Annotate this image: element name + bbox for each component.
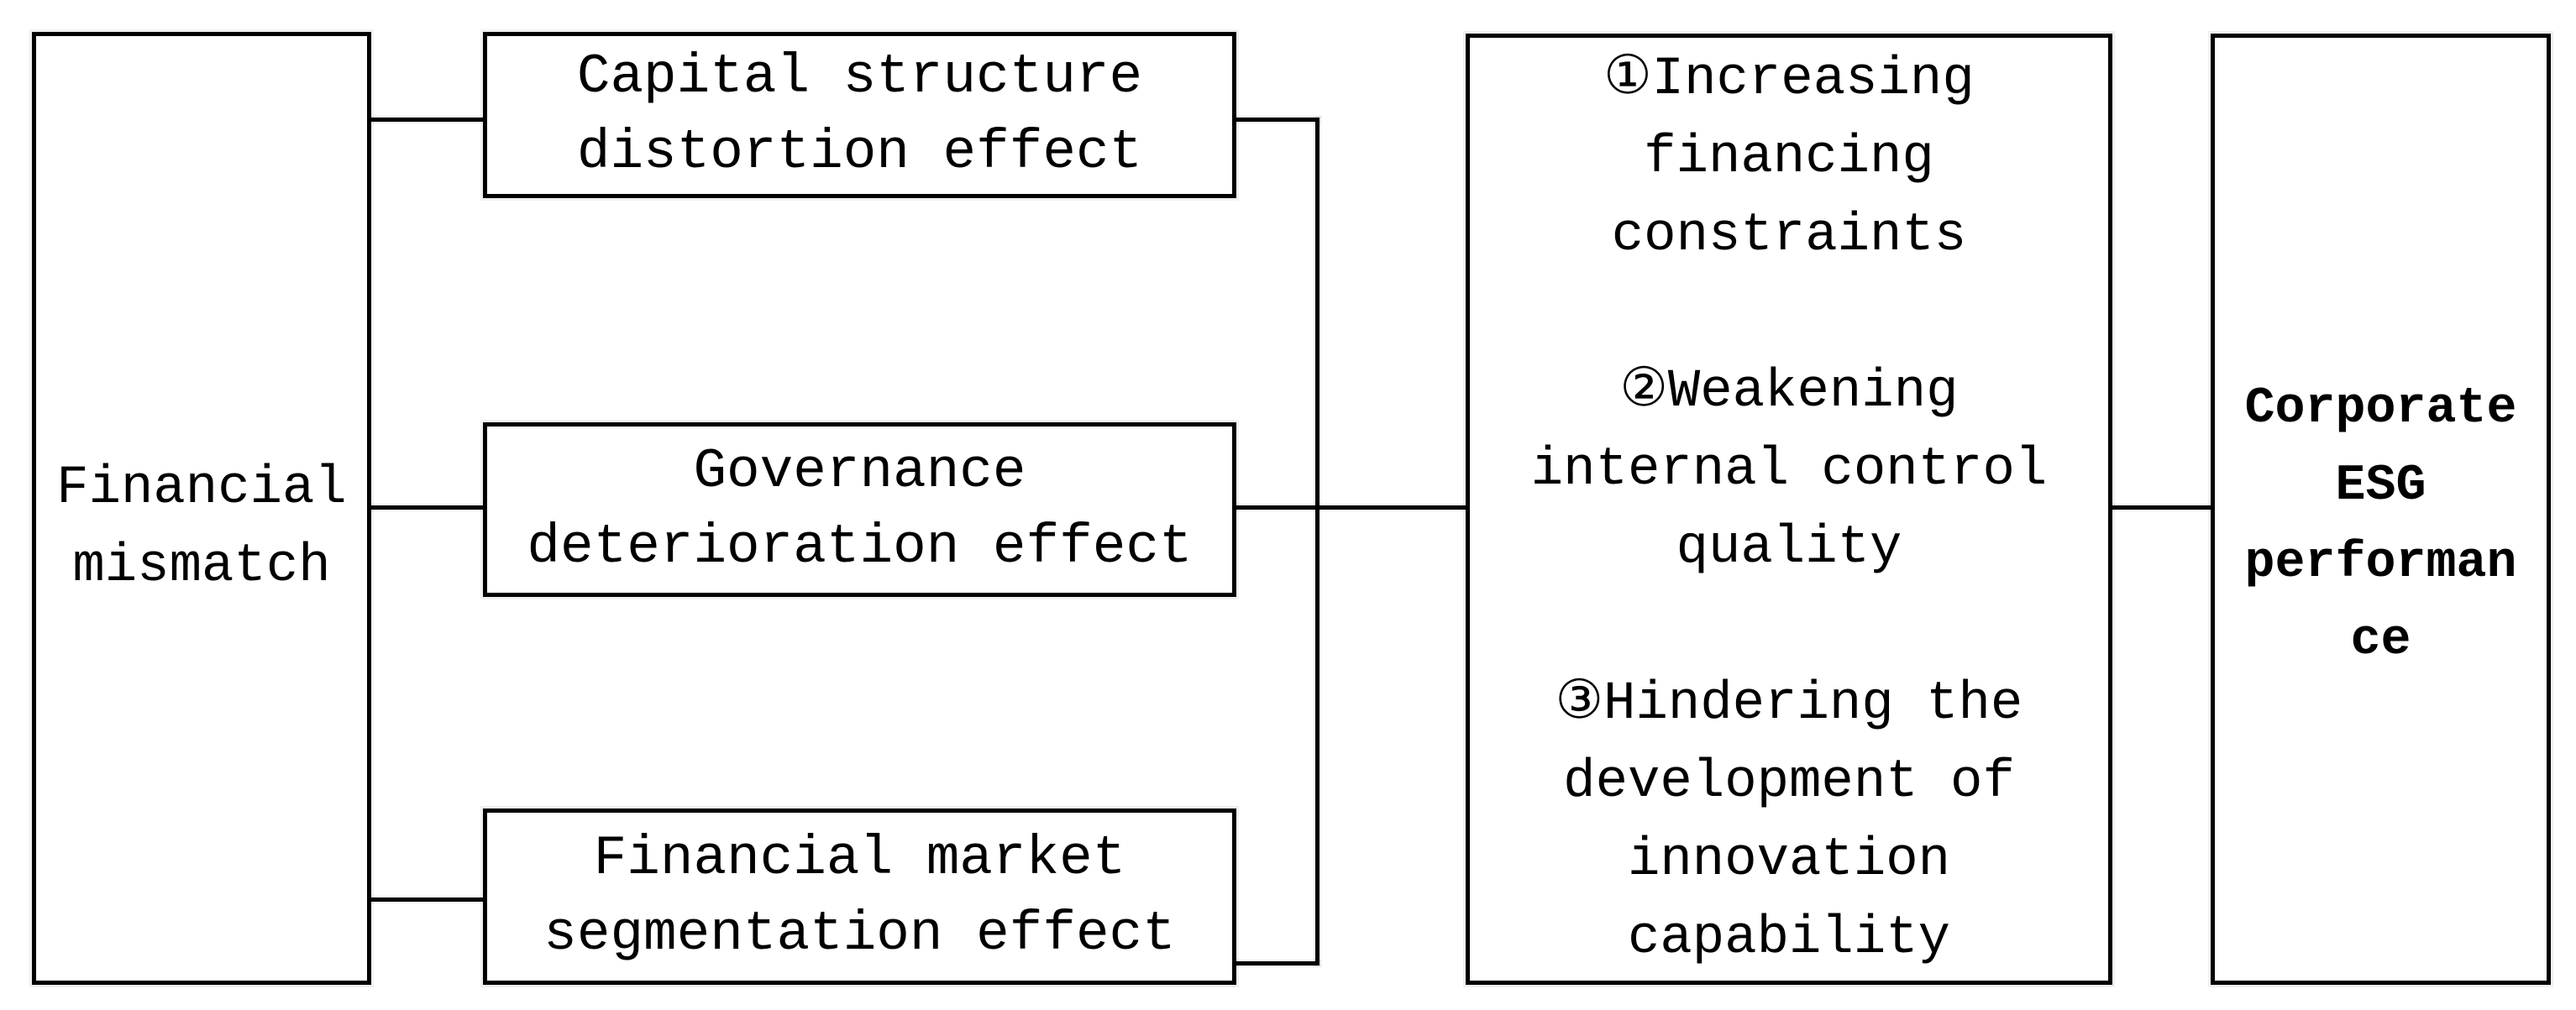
node-corporate-esg-performance-label: Corporate ESG performan ce [2244,379,2517,669]
connector-mismatch-to-capital [371,118,483,122]
node-financial-mismatch-label: Financial mismatch [56,458,347,597]
node-capital-structure-distortion-label: Capital structure distortion effect [576,45,1143,184]
mechanism-item-hindering-innovation: ③Hindering the development of innovation… [1555,673,2023,969]
node-governance-deterioration: Governance deterioration effect [483,422,1236,597]
connector-bus-vertical [1315,118,1319,966]
node-capital-structure-distortion: Capital structure distortion effect [483,32,1236,198]
connector-mismatch-to-governance [371,505,483,510]
node-corporate-esg-performance: Corporate ESG performan ce [2211,34,2551,985]
connector-mechanisms-to-esg [2112,505,2211,510]
connector-governance-to-mechanisms [1236,505,1466,510]
node-mechanisms: ①Increasing financing constraints ②Weake… [1466,34,2112,985]
node-governance-deterioration-label: Governance deterioration effect [527,440,1193,578]
connector-capital-to-bus [1236,118,1319,122]
node-financial-market-segmentation: Financial market segmentation effect [483,809,1236,985]
node-financial-market-segmentation-label: Financial market segmentation effect [543,827,1176,966]
connector-mismatch-to-market [371,897,483,902]
connector-market-to-bus [1236,961,1319,966]
mechanism-item-increasing-financing-constraints: ①Increasing financing constraints [1603,49,1975,266]
node-financial-mismatch: Financial mismatch [32,32,371,985]
mechanism-item-weakening-internal-control: ②Weakening internal control quality [1530,361,2048,578]
